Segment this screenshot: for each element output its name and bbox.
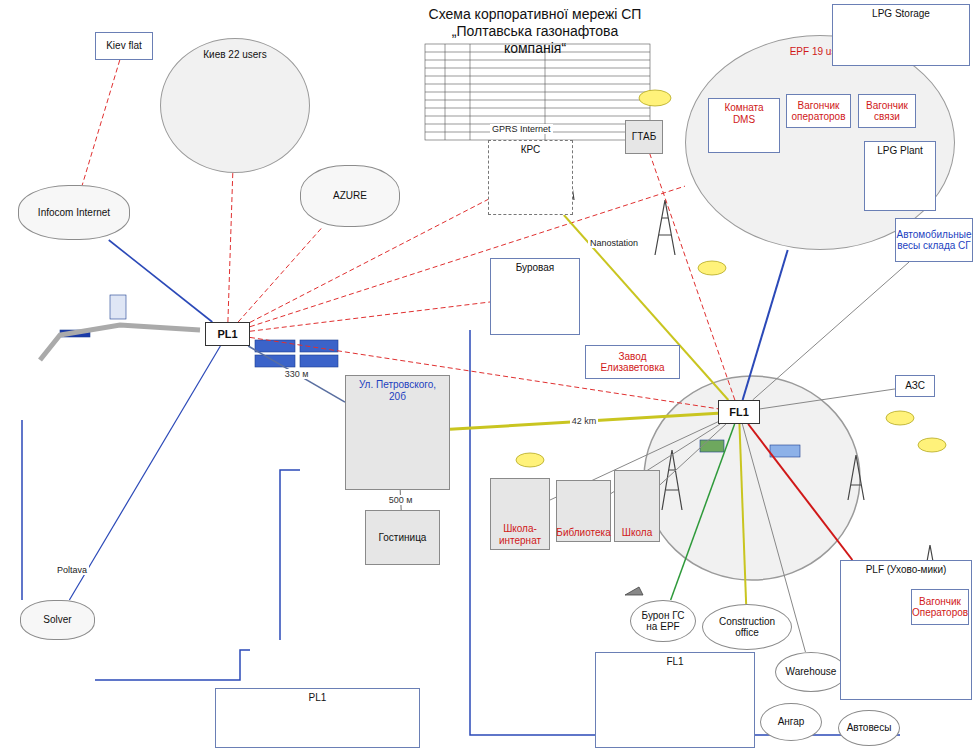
link-label: 500 м: [387, 495, 415, 505]
node-label: LPG Plant: [877, 145, 923, 157]
node-label: Kiev flat: [106, 40, 142, 52]
node-label: АЗС: [905, 380, 925, 392]
site-box: Буровая: [490, 258, 580, 335]
legend-table: [425, 44, 650, 140]
site-box: ГТАБ: [625, 120, 663, 154]
note-label: GPRS Internet: [490, 124, 553, 134]
network-link: [748, 424, 852, 560]
node-label: Комната DMS: [713, 102, 775, 125]
site-box: Комната DMS: [708, 98, 780, 153]
site-box: Автомобильные весы склада СГ: [895, 218, 973, 262]
site-box: Завод Елизаветовка: [585, 345, 680, 379]
network-link: [250, 302, 490, 331]
site-box: КРС: [488, 140, 573, 215]
site-box: Вагончик Операторов: [911, 589, 969, 625]
network-link: [250, 337, 718, 408]
network-link: [564, 215, 728, 400]
link-label: 330 м: [283, 369, 311, 379]
node-label: КРС: [521, 144, 541, 156]
node-label: Киев 22 users: [203, 49, 266, 61]
node-label: Ангар: [778, 716, 805, 728]
site-box: Вагончик связи: [858, 94, 916, 128]
node-label: Школа-интернат: [495, 523, 545, 546]
site-box: Construction office: [702, 604, 792, 650]
site-box: FL1: [595, 652, 755, 748]
network-link: [760, 389, 895, 409]
site-box: АЗС: [895, 375, 935, 397]
site-box: Бурон ГС на EPF: [630, 600, 696, 642]
node-label: Вагончик связи: [863, 100, 911, 123]
node-label: Ул. Петровского, 20б: [350, 379, 445, 402]
node-label: Автовесы: [847, 722, 892, 734]
site-box: PLF (Ухово-мики) Вагончик Операторов: [840, 560, 972, 700]
site-box: LPG Storage: [832, 4, 970, 66]
site-box: Warehouse: [775, 652, 847, 692]
node-label: Гостиница: [379, 532, 427, 544]
node-label: Буровая: [516, 262, 555, 274]
site-box: PL1: [205, 322, 250, 346]
network-link: [82, 60, 120, 185]
node-label: ГТАБ: [632, 131, 656, 143]
note-label: Poltava: [55, 565, 89, 575]
node-label: PLF (Ухово-мики): [866, 564, 947, 576]
network-link: [743, 250, 788, 400]
network-cloud: Infocom Internet: [18, 185, 130, 240]
node-label: FL1: [729, 406, 749, 419]
node-label: Warehouse: [786, 666, 837, 678]
site-circle: [644, 376, 860, 580]
network-link: [238, 227, 322, 322]
node-label: Вагончик Операторов: [912, 596, 968, 619]
node-label: Вагончик операторов: [791, 100, 846, 123]
diagram-title: Схема корпоративної мережі СП „Полтавськ…: [420, 6, 650, 56]
node-label: LPG Storage: [872, 8, 930, 20]
node-label: Библиотека: [556, 527, 610, 539]
rack-devices: [60, 295, 896, 626]
network-link: [671, 424, 735, 600]
site-box: FL1: [718, 400, 760, 424]
site-box: Школа-интернат: [490, 478, 550, 550]
node-label: Solver: [43, 614, 71, 626]
site-box: Kiev flat: [95, 32, 153, 60]
network-cloud: AZURE: [300, 165, 400, 227]
site-box: LPG Plant: [864, 141, 936, 211]
site-box: Ангар: [760, 703, 822, 741]
node-label: AZURE: [333, 190, 367, 202]
node-label: PL1: [309, 692, 327, 704]
node-label: Бурон ГС на EPF: [635, 610, 691, 633]
site-box: PL1: [215, 688, 420, 748]
site-box: Автовесы: [838, 710, 900, 746]
note-label: Nanostation: [588, 238, 640, 248]
node-label: Construction office: [707, 616, 787, 639]
fiber-duct: [40, 325, 200, 360]
network-link: [450, 413, 718, 429]
network-link: [248, 346, 345, 402]
site-box: Ул. Петровского, 20б: [345, 375, 450, 490]
site-box: Библиотека: [556, 480, 611, 542]
link-label: 42 km: [570, 416, 599, 426]
site-circle: Киев 22 users: [160, 38, 310, 173]
node-label: Автомобильные весы склада СГ: [897, 229, 972, 252]
node-label: Infocom Internet: [38, 207, 110, 219]
network-link: [69, 346, 220, 600]
network-link: [109, 240, 213, 322]
site-box: Гостиница: [365, 510, 440, 565]
network-link: [739, 424, 746, 604]
network-cloud: Solver: [20, 600, 95, 640]
node-label: Завод Елизаветовка: [590, 351, 675, 374]
node-label: PL1: [217, 328, 237, 341]
site-box: Вагончик операторов: [786, 94, 851, 128]
site-box: Школа: [614, 470, 660, 542]
node-label: FL1: [666, 656, 683, 668]
network-link: [753, 262, 909, 400]
network-link: [228, 173, 233, 322]
node-label: Школа: [622, 527, 652, 539]
